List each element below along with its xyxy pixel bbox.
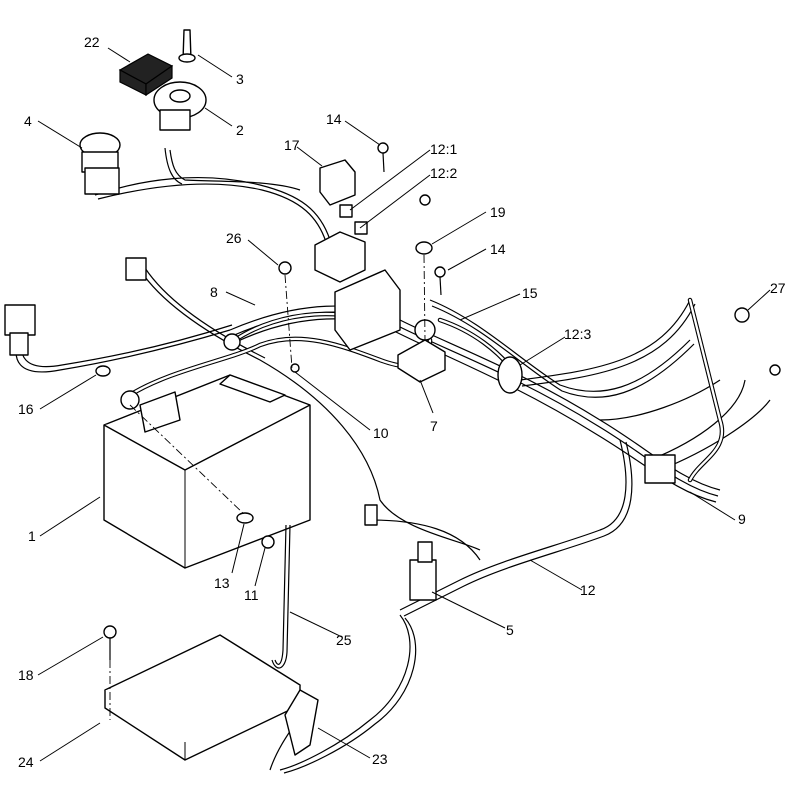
interlock-switch-5 <box>409 541 437 601</box>
connector-23 <box>284 689 319 756</box>
callout-27: 27 <box>770 280 786 296</box>
callout-10: 10 <box>373 425 389 441</box>
diode-connector <box>364 504 378 526</box>
callout-25: 25 <box>336 632 352 648</box>
callout-9: 9 <box>738 511 746 527</box>
callout-14-mid: 14 <box>490 241 506 257</box>
harness-connector-9 <box>644 454 676 484</box>
callout-13: 13 <box>214 575 230 591</box>
circuit-breaker-12-3 <box>497 356 523 394</box>
callout-3: 3 <box>236 71 244 87</box>
relay-17 <box>319 159 356 206</box>
callout-1: 1 <box>28 528 36 544</box>
callout-14-top: 14 <box>326 111 342 127</box>
callout-4: 4 <box>24 113 32 129</box>
callout-12-2: 12:2 <box>430 165 457 181</box>
callout-19: 19 <box>490 204 506 220</box>
callout-8: 8 <box>210 284 218 300</box>
callout-26: 26 <box>226 230 242 246</box>
callout-labels: 22 3 2 4 14 17 12:1 12:2 19 26 14 27 8 1… <box>18 34 786 770</box>
leader-lines <box>37 47 771 762</box>
callout-12-1: 12:1 <box>430 141 457 157</box>
callout-24: 24 <box>18 754 34 770</box>
callout-23: 23 <box>372 751 388 767</box>
fasteners <box>95 142 781 660</box>
callout-22: 22 <box>84 34 100 50</box>
relay-connector-22 <box>118 53 174 97</box>
callout-7: 7 <box>430 418 438 434</box>
fuse-block <box>314 204 401 351</box>
battery-tray <box>104 634 301 761</box>
pto-switch <box>79 132 121 195</box>
callout-16: 16 <box>18 401 34 417</box>
callout-5: 5 <box>506 622 514 638</box>
battery-hold-rod <box>271 524 291 669</box>
callout-15: 15 <box>522 285 538 301</box>
callout-12-3: 12:3 <box>564 326 591 342</box>
key <box>178 29 196 63</box>
battery <box>103 333 311 569</box>
key-switch <box>153 81 207 131</box>
callout-18: 18 <box>18 667 34 683</box>
callout-12: 12 <box>580 582 596 598</box>
callout-2: 2 <box>236 122 244 138</box>
seat-switch-connector <box>125 257 147 281</box>
callout-17: 17 <box>284 137 300 153</box>
left-connector <box>4 304 36 356</box>
alignment-lines <box>109 254 426 720</box>
callout-11: 11 <box>244 587 259 603</box>
